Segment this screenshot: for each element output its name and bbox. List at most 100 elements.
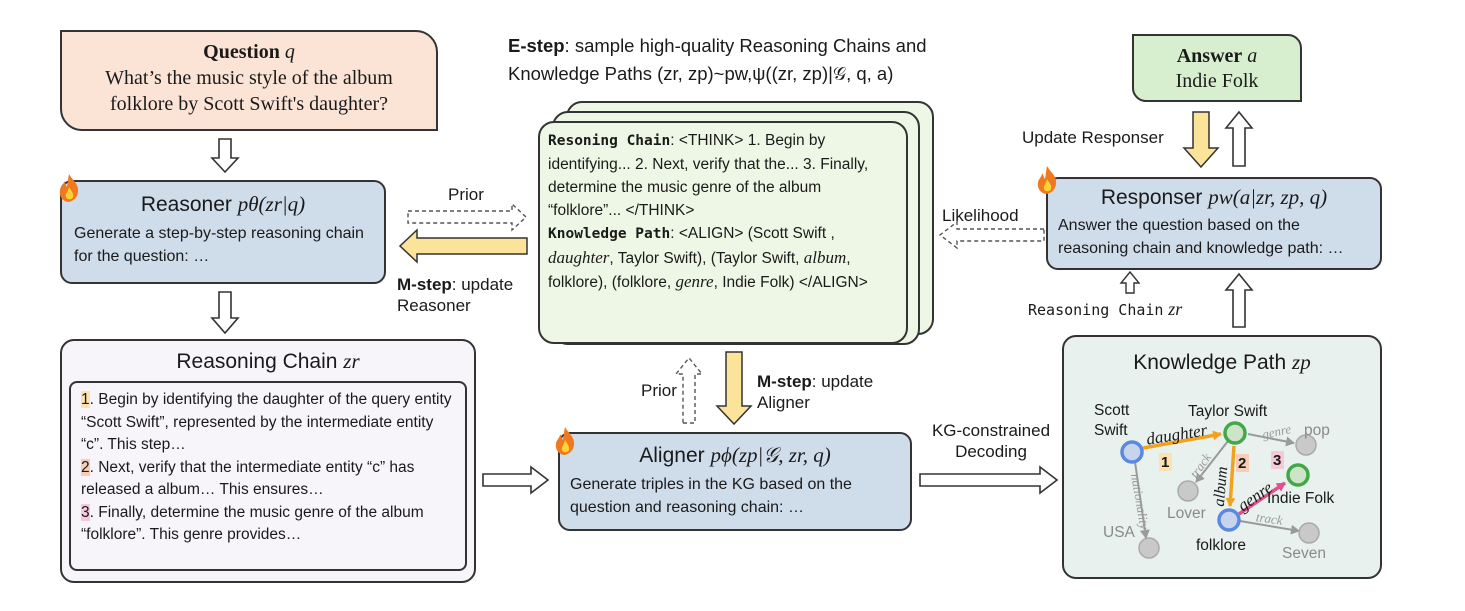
kg-label-lover: Lover [1167, 505, 1206, 522]
estep-bold: E-step [508, 35, 565, 56]
label-kg-decoding: KG-constrained Decoding [921, 420, 1061, 462]
kg-label-usa: USA [1103, 524, 1135, 541]
reasoner-title: Reasoner [140, 193, 232, 216]
label-mstep-reasoner: M-step: update Reasoner [397, 274, 513, 316]
center-card: Resoning Chain: <THINK> 1. Begin by iden… [538, 121, 908, 344]
label-reasoning-chain-var: zr [1168, 299, 1183, 319]
label-mstep-reasoner-bold: M-step [397, 275, 452, 294]
kg-edge-label-album: album [1210, 465, 1232, 508]
step-text-1: . Begin by identifying the daughter of t… [81, 391, 452, 453]
kg-edge-nationality [1134, 461, 1150, 539]
kg-label-taylor-swift: Taylor Swift [1188, 403, 1268, 420]
arrow-reasoner-to-chain [210, 291, 240, 335]
reasoner-box: Reasoner pθ(zr|q) Generate a step-by-ste… [60, 180, 386, 284]
arrow-responser-to-answer [1224, 110, 1254, 167]
chain-step-2: 2. Next, verify that the intermediate en… [81, 457, 455, 502]
likelihood-arrow [938, 220, 1045, 250]
center-path-end: , Indie Folk) </ALIGN> [713, 274, 868, 291]
center-path-pre: : <ALIGN> (Scott Swift , [670, 225, 835, 242]
update-responser-arrow [1182, 111, 1220, 169]
label-kg-decoding-line1: KG-constrained [931, 421, 1051, 440]
answer-box: Answer a Indie Folk [1132, 34, 1302, 102]
kg-node-folklore [1217, 508, 1241, 532]
label-mstep-reasoner-rest: : update [451, 275, 514, 294]
answer-var: a [1247, 45, 1258, 67]
label-update-responser: Update Responser [1022, 128, 1164, 147]
kg-node-taylor-swift [1223, 421, 1247, 445]
question-box: Question q What’s the music style of the… [60, 30, 438, 131]
center-path-r2: album [803, 248, 847, 267]
kg-edge-daughter [1142, 430, 1222, 450]
arrow-chain-to-responser [1119, 270, 1141, 294]
responser-desc: Answer the question based on the reasoni… [1058, 217, 1344, 257]
answer-title: Answer [1176, 45, 1243, 67]
arrow-aligner-to-kp [919, 465, 1059, 495]
aligner-desc: Generate triples in the KG based on the … [570, 476, 852, 516]
reasoning-chain-box: Reasoning Chain zr 1. Begin by identifyi… [60, 339, 476, 583]
prior-arrow-up [674, 356, 704, 424]
aligner-title: Aligner [639, 444, 705, 467]
reasoning-chain-title: Reasoning Chain [176, 350, 338, 373]
kg-edge-genre-pop [1247, 433, 1295, 447]
label-reasoning-chain-zr: Reasoning Chain zr [1028, 299, 1182, 321]
kg-node-scott-swift [1120, 440, 1144, 464]
center-path-r1: daughter [548, 248, 610, 267]
aligner-box: Aligner pϕ(zp|𝒢, zr, q) Generate triples… [558, 432, 912, 531]
label-mstep-aligner: M-step: update Aligner [757, 371, 873, 413]
kg-step-badge-2 [1236, 454, 1249, 472]
question-var: q [284, 41, 295, 63]
step-text-3: . Finally, determine the music genre of … [81, 503, 424, 544]
label-mstep-aligner-line2: Aligner [757, 393, 810, 412]
kg-step-3: 3 [1273, 452, 1282, 469]
estep-line1: : sample high-quality Reasoning Chains a… [564, 35, 927, 56]
responser-title: Responser [1100, 186, 1203, 209]
estep-text: E-step: sample high-quality Reasoning Ch… [508, 32, 1008, 88]
kg-label-folklore: folklore [1196, 537, 1246, 554]
chain-step-1: 1. Begin by identifying the daughter of … [81, 389, 455, 457]
label-likelihood: Likelihood [942, 206, 1019, 225]
prior-arrow-right [407, 202, 528, 232]
kg-label-pop: pop [1304, 422, 1330, 439]
kg-node-pop [1295, 434, 1317, 456]
kg-label-scott-swift: Scott Swift [1094, 402, 1130, 439]
step-text-2: . Next, verify that the intermediate ent… [81, 458, 415, 499]
center-card-path: Knowledge Path: <ALIGN> (Scott Swift , d… [548, 222, 898, 294]
center-path-mid1: , Taylor Swift), (Taylor Swift, [609, 250, 800, 267]
step-num-1: 1 [81, 391, 90, 408]
estep-line2: Knowledge Paths (zr, zp)~pw,ψ((zr, zp)|𝒢… [508, 63, 894, 84]
kg-step-badge-1 [1159, 453, 1172, 471]
arrow-kp-to-responser [1224, 272, 1254, 328]
kg-node-indie-folk [1286, 463, 1310, 487]
label-mstep-aligner-bold: M-step [757, 372, 812, 391]
question-text: What’s the music style of the album folk… [105, 67, 393, 115]
knowledge-path-title: Knowledge Path [1133, 351, 1287, 374]
responser-box: Responser pw(a|zr, zp, q) Answer the que… [1046, 177, 1382, 270]
mstep-arrow-to-reasoner [398, 228, 528, 264]
arrow-chain-to-aligner [482, 465, 550, 495]
center-path-mid2: , folklore), (folklore, [548, 250, 851, 291]
chain-step-3: 3. Finally, determine the music genre of… [81, 502, 455, 547]
knowledge-path-var: zp [1292, 350, 1311, 374]
kg-step-badge-3 [1271, 451, 1284, 469]
kg-edge-genre-indie [1238, 481, 1286, 516]
kg-step-1: 1 [1161, 454, 1170, 471]
step-num-2: 2 [81, 458, 90, 476]
arrow-question-to-reasoner [210, 138, 240, 174]
kg-label-indie-folk: Indie Folk [1267, 490, 1335, 507]
step-num-3: 3 [81, 503, 90, 521]
kg-label-seven: Seven [1282, 545, 1326, 562]
label-prior-mid: Prior [641, 381, 677, 400]
reasoning-chain-inner: 1. Begin by identifying the daughter of … [69, 381, 467, 571]
knowledge-path-box: Knowledge Path zp [1062, 335, 1382, 579]
reasoning-chain-var: zr [343, 349, 360, 373]
center-chain-label: Resoning Chain [548, 133, 671, 149]
fire-icon [56, 173, 82, 203]
fire-icon [552, 426, 578, 456]
aligner-formula: pϕ(zp|𝒢, zr, q) [710, 443, 831, 467]
kg-step-2: 2 [1238, 455, 1247, 472]
reasoner-desc: Generate a step-by-step reasoning chain … [74, 225, 364, 265]
kg-node-seven [1298, 522, 1320, 544]
center-chain-text: : <THINK> 1. Begin by identifying... 2. … [548, 132, 869, 219]
